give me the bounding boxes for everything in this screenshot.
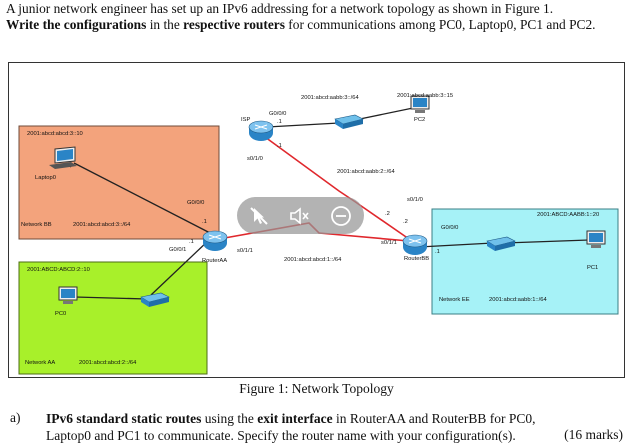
question-bold-1: IPv6 standard static routes [46,411,202,426]
routerbb-router [402,234,428,255]
intro-bold-2: respective routers [183,17,285,32]
link-switch-routeraa [150,239,210,296]
mute-icon[interactable] [287,204,311,228]
laptop0-address-label: 2001:abcd:abcd:3::10 [27,131,83,137]
intro-mid: in the [146,17,184,32]
routeraa-g000-label: G0/0/0 [187,200,204,206]
isp-label: ISP [241,117,250,123]
pc2-computer [410,95,430,113]
pc2-address-label: 2001:abcd:aabb:3::15 [397,93,453,99]
switch-network-ee [486,236,516,251]
pc1-computer [586,230,606,248]
serial-link-isp-routerbb [264,136,410,240]
network-bb-net: 2001:abcd:abcd:3::/64 [73,222,131,228]
routerbb-s011-dot2: .2 [403,219,408,225]
media-control-overlay[interactable] [237,197,364,234]
intro-end: for communications among PC0, Laptop0, P… [284,17,596,32]
network-topology-figure: 2001:abcd:aabb:3::/64 2001:abcd:aabb:3::… [8,62,625,378]
link-isp-switch [266,122,340,128]
routerbb-s010-dot2: .2 [385,211,390,217]
routeraa-name: RouterAA [202,258,227,264]
isp-lan-network-label: 2001:abcd:aabb:3::/64 [301,95,359,101]
switch-network-aa [140,292,170,307]
network-aa-area [18,261,208,375]
pc0-computer [58,286,78,304]
network-aa-name: Network AA [25,360,55,366]
topology-diagram: 2001:abcd:aabb:3::/64 2001:abcd:aabb:3::… [18,93,619,375]
link-pc0-switch [74,296,148,300]
isp-router [248,120,274,141]
routeraa-router [202,230,228,251]
network-ee-area [431,208,619,315]
pc0-address-label: 2001:ABCD:ABCD:2::10 [27,267,90,273]
question-bold-2: exit interface [257,411,333,426]
pc0-label: PC0 [55,311,66,317]
question-letter: a) [10,410,21,425]
network-ee-net: 2001:abcd:aabb:1::/64 [489,297,547,303]
isp-g000-dot1: .1 [277,119,282,125]
link-switch-pc1 [504,239,590,244]
figure-caption: Figure 1: Network Topology [239,381,394,396]
cursor-off-icon[interactable] [247,204,271,228]
link-switch-pc2 [354,107,414,121]
routerbb-g000-dot1: .1 [435,249,440,255]
intro-bold-1: Write the configurations [6,17,147,32]
routerbb-s011-label: s0/1/1 [381,240,397,246]
routerbb-s010-label: s0/1/0 [407,197,423,203]
network-bb-name: Network BB [21,222,52,228]
intro-line1: A junior network engineer has set up an … [6,1,554,16]
network-ee-name: Network EE [439,297,470,303]
routerbb-g000-label: G0/0/0 [441,225,458,231]
question-part-2: in RouterAA and RouterBB for PC0, Laptop… [46,411,536,443]
pc1-label: PC1 [587,265,598,271]
stop-icon[interactable] [329,204,353,228]
laptop0-computer [49,146,77,169]
routeraa-g001-label: G0/0/1 [169,247,186,253]
routeraa-g001-dot1: .1 [189,239,194,245]
question-part-1: using the [201,411,258,426]
question-text: IPv6 standard static routes using the ex… [46,410,566,444]
routeraa-g000-dot1: .1 [202,219,207,225]
pc2-label: PC2 [414,117,425,123]
intro-paragraph: A junior network engineer has set up an … [6,1,628,33]
laptop0-label: Laptop0 [35,175,56,181]
question-marks: (16 marks) [564,427,623,442]
isp-g000-label: G0/0/0 [269,111,286,117]
isp-s010-label: s0/1/0 [247,156,263,162]
routerbb-name: RouterBB [404,256,429,262]
isp-s010-dot1: .1 [277,143,282,149]
link-laptop0-routeraa [73,162,215,236]
link-isp-bb-network: 2001:abcd:aabb:2::/64 [337,169,395,175]
network-aa-net: 2001:abcd:abcd:2::/64 [79,360,137,366]
routeraa-s011-label: s0/1/1 [237,248,253,254]
link-routerbb-switch-ee [418,242,494,248]
switch-isp-lan [334,114,364,129]
link-aa-bb-network: 2001:abcd:abcd:1::/64 [284,257,342,263]
pc1-address-label: 2001:ABCD:AABB:1::20 [537,212,599,218]
